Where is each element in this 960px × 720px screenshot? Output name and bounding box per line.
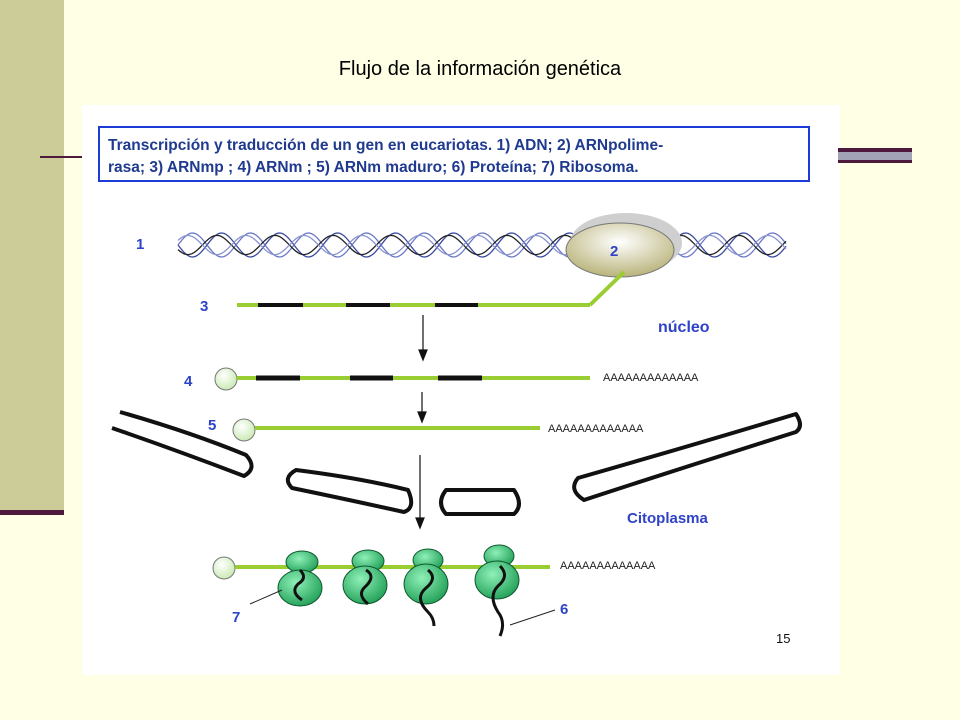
arrow-head [418, 349, 428, 362]
decorative-line [40, 156, 82, 158]
envelope-segment-left [111, 410, 254, 478]
cap-circle [212, 556, 236, 580]
label-polymerase-number: 2 [610, 243, 618, 260]
side-rule [0, 510, 64, 515]
flow-arrows [415, 315, 428, 530]
label-cytoplasm: Citoplasma [627, 510, 709, 527]
slide-title: Flujo de la información genética [338, 58, 622, 80]
poly-a-tail-mature: AAAAAAAAAAAAA [548, 423, 644, 435]
protein-chain [360, 568, 373, 606]
mature-mrna [232, 418, 540, 442]
label-mrna-number: 4 [184, 373, 193, 390]
protein-chain [491, 564, 506, 637]
poly-a-tail-translating: AAAAAAAAAAAAA [560, 560, 656, 572]
nuclear-envelope [111, 410, 802, 516]
ribosome [277, 550, 323, 607]
label-protein-number: 6 [560, 601, 568, 618]
rna-polymerase [565, 213, 682, 278]
decorative-band [838, 148, 912, 166]
ribosome [342, 549, 388, 606]
cap-circle [232, 418, 256, 442]
arrow-head [415, 517, 425, 530]
protein-chain [293, 568, 305, 602]
label-nucleus: núcleo [658, 319, 710, 336]
envelope-segment-mid-right [439, 488, 521, 516]
ribosomes [277, 544, 520, 637]
mrna-with-cap [214, 367, 590, 391]
cap-circle [214, 367, 238, 391]
ribosome [474, 544, 520, 637]
figure-caption: Transcripción y traducción de un gen en … [98, 126, 810, 182]
envelope-segment-right [572, 412, 802, 502]
label-dna-number: 1 [136, 236, 144, 253]
caption-line-2: rasa; 3) ARNmp ; 4) ARNm ; 5) ARNm madur… [108, 159, 639, 176]
pre-mrna-strand [237, 270, 626, 307]
arrow-head [417, 411, 427, 424]
envelope-segment-mid-left [285, 468, 414, 514]
page-number: 15 [776, 631, 791, 646]
protein-chain [419, 568, 436, 627]
label-pre-mrna-number: 3 [200, 298, 208, 315]
pointer-protein [509, 609, 556, 626]
dna-helix [177, 232, 787, 258]
caption-line-1: Transcripción y traducción de un gen en … [108, 137, 664, 154]
pointer-ribosome [249, 589, 283, 605]
side-bar [0, 0, 64, 512]
poly-a-tail-mrna: AAAAAAAAAAAAA [603, 372, 699, 384]
label-ribosome-number: 7 [232, 609, 240, 626]
ribosome [403, 548, 449, 627]
figure-panel [82, 105, 840, 675]
pointer-lines [249, 589, 556, 626]
label-mature-mrna-number: 5 [208, 417, 216, 434]
